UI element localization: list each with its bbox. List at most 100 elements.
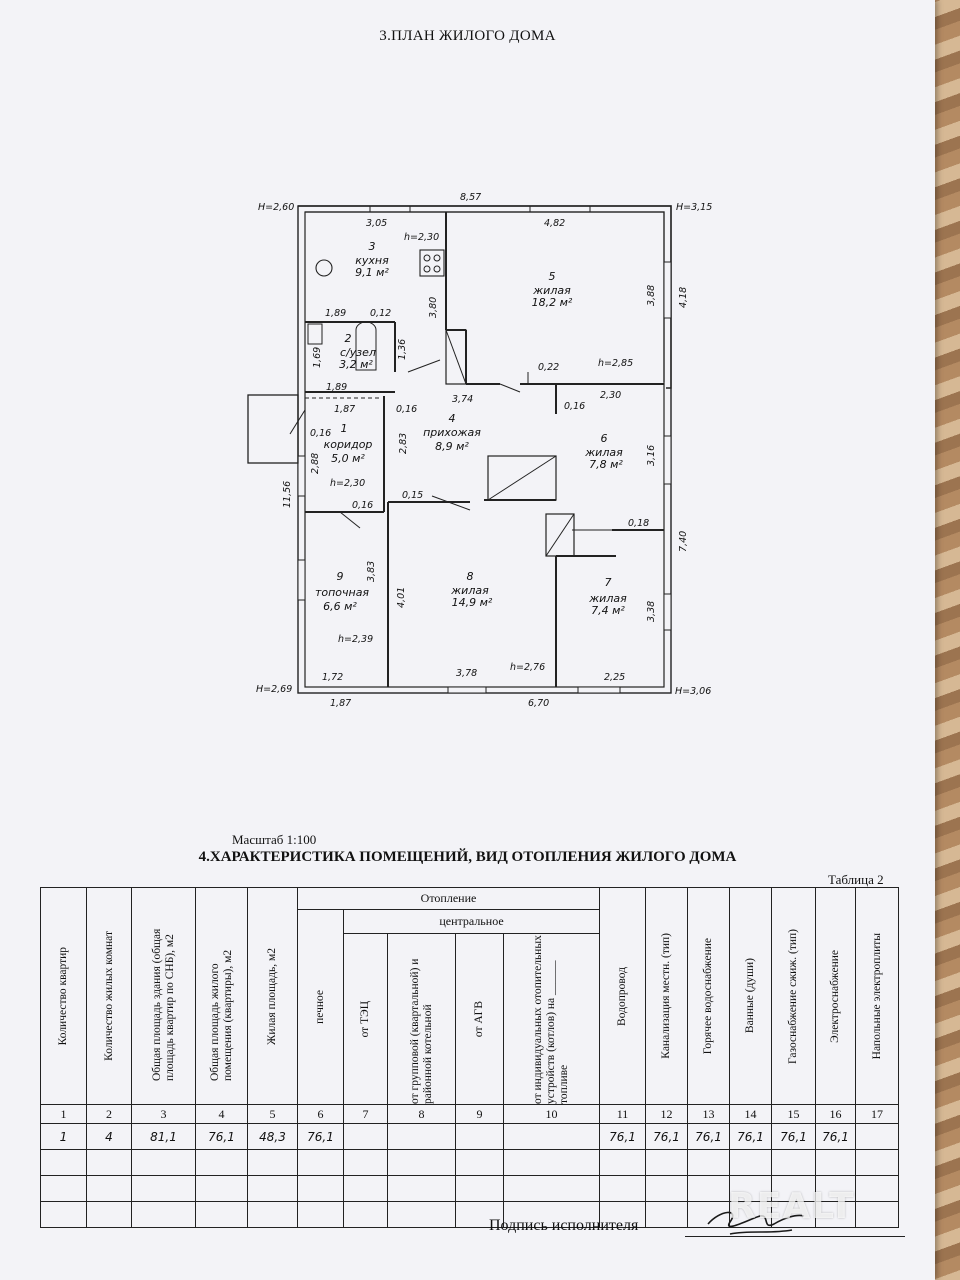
room-number: 9 xyxy=(337,570,344,583)
scale-label: Масштаб 1:100 xyxy=(232,832,317,847)
dimension: 1,87 xyxy=(334,404,355,415)
room-area: 5,0 м² xyxy=(331,452,365,465)
room-name: прихожая xyxy=(423,426,481,439)
header-cell: Количество квартир xyxy=(40,887,87,1105)
column-number: 4 xyxy=(195,1104,248,1124)
watermark-logo: REALT xyxy=(728,1186,855,1227)
column-number: 7 xyxy=(343,1104,388,1124)
header-cell: Жилая площадь, м2 xyxy=(247,887,298,1105)
column-number: 12 xyxy=(645,1104,689,1124)
dimension: 2,30 xyxy=(600,390,621,401)
table-cell: 76,1 xyxy=(195,1123,248,1150)
dimension: 2,25 xyxy=(604,672,625,683)
table-cell xyxy=(343,1123,388,1150)
dimension: 2,88 xyxy=(310,453,321,474)
dimension: 3,83 xyxy=(366,561,377,582)
room-name: кухня xyxy=(355,254,389,267)
dimension: 1,69 xyxy=(312,347,323,368)
group-header-central: центральное xyxy=(342,909,601,934)
header-cell: от индивидуальных отопительных устройств… xyxy=(502,933,601,1105)
room-name: коридор xyxy=(324,438,373,451)
header-cell: Водопровод xyxy=(599,887,647,1105)
dimension: h=2,30 xyxy=(404,232,439,243)
room-area: 7,4 м² xyxy=(591,604,625,617)
column-number: 1 xyxy=(40,1104,87,1124)
table-cell xyxy=(502,1123,601,1150)
room-area: 6,6 м² xyxy=(323,600,357,613)
column-number: 2 xyxy=(86,1104,132,1124)
room-number: 1 xyxy=(341,422,348,435)
table-cell: 76,1 xyxy=(687,1123,731,1150)
column-number: 14 xyxy=(729,1104,773,1124)
column-number: 15 xyxy=(771,1104,817,1124)
dimension: 11,56 xyxy=(282,481,293,508)
dimension: h=2,76 xyxy=(510,662,545,673)
height-mark: H=3,15 xyxy=(676,202,712,213)
table-cell: 81,1 xyxy=(131,1123,196,1150)
floor-plan: H=2,60 H=3,15 H=2,69 H=3,06 8,57 3,05 4,… xyxy=(247,192,712,709)
height-mark: H=3,06 xyxy=(675,686,711,697)
room-number: 8 xyxy=(467,570,474,583)
column-number: 11 xyxy=(599,1104,647,1124)
table-title: 4.ХАРАКТЕРИСТИКА ПОМЕЩЕНИЙ, ВИД ОТОПЛЕНИ… xyxy=(198,849,737,865)
dimension: 4,82 xyxy=(544,218,565,229)
room-area: 14,9 м² xyxy=(452,596,493,609)
room-number: 5 xyxy=(549,270,556,283)
dimension: 7,40 xyxy=(678,531,689,552)
column-number-row: 1 2 3 4 5 6 7 8 9 10 11 12 13 14 15 16 1… xyxy=(40,1104,900,1124)
column-number: 3 xyxy=(131,1104,196,1124)
dimension: 1,87 xyxy=(330,698,351,709)
dimension: 0,16 xyxy=(396,404,417,415)
header-cell: Напольные электроплиты xyxy=(855,887,900,1105)
table-row xyxy=(40,1201,900,1228)
dimension: 4,18 xyxy=(678,287,689,308)
table-number: Таблица 2 xyxy=(828,872,884,887)
header-cell: Газоснабжение сжиж. (тип) xyxy=(771,887,817,1105)
column-number: 10 xyxy=(502,1104,601,1124)
column-number: 16 xyxy=(815,1104,857,1124)
table-cell xyxy=(855,1123,900,1150)
dimension: 3,38 xyxy=(646,601,657,622)
room-area: 3,2 м² xyxy=(339,358,373,371)
dimension: 3,78 xyxy=(456,668,477,679)
room-name: жилая xyxy=(450,584,489,597)
dimension: 1,89 xyxy=(325,308,346,319)
dimension: h=2,30 xyxy=(330,478,365,489)
room-area: 9,1 м² xyxy=(355,266,389,279)
header-cell: Горячее водоснабжение xyxy=(687,887,731,1105)
table-row xyxy=(40,1149,900,1176)
header-cell: от ТЭЦ xyxy=(343,933,388,1105)
column-number: 8 xyxy=(387,1104,456,1124)
column-number: 9 xyxy=(455,1104,504,1124)
table-cell: 76,1 xyxy=(599,1123,647,1150)
document-page: 3.ПЛАН ЖИЛОГО ДОМА xyxy=(0,0,935,1280)
dimension: 0,22 xyxy=(538,362,559,373)
characteristics-table: Количество квартир Количество жилых комн… xyxy=(40,887,900,1228)
room-area: 18,2 м² xyxy=(532,296,573,309)
dimension: 3,16 xyxy=(646,445,657,466)
table-cell: 76,1 xyxy=(729,1123,773,1150)
column-number: 13 xyxy=(687,1104,731,1124)
header-cell: от групповой (квартальной) и районной ко… xyxy=(387,933,456,1105)
room-number: 2 xyxy=(345,332,352,345)
table-cell: 76,1 xyxy=(815,1123,857,1150)
height-mark: H=2,69 xyxy=(256,684,292,695)
dimension: h=2,39 xyxy=(338,634,373,645)
dimension: 8,57 xyxy=(460,192,481,203)
table-cell: 76,1 xyxy=(771,1123,817,1150)
header-cell: Канализация местн. (тип) xyxy=(645,887,689,1105)
table-cell: 76,1 xyxy=(297,1123,344,1150)
dimension: 0,15 xyxy=(402,490,423,501)
room-name: топочная xyxy=(315,586,369,599)
room-name: жилая xyxy=(584,446,623,459)
table-cell xyxy=(387,1123,456,1150)
dimension: 0,16 xyxy=(310,428,331,439)
dimension: 0,16 xyxy=(564,401,585,412)
table-cell: 48,3 xyxy=(247,1123,298,1150)
dimension: 0,16 xyxy=(352,500,373,511)
room-area: 7,8 м² xyxy=(589,458,623,471)
table-row: 1 4 81,1 76,1 48,3 76,1 76,1 76,1 76,1 7… xyxy=(40,1123,900,1150)
room-area: 8,9 м² xyxy=(435,440,469,453)
header-cell: Количество жилых комнат xyxy=(86,887,132,1105)
dimension: 0,18 xyxy=(628,518,649,529)
